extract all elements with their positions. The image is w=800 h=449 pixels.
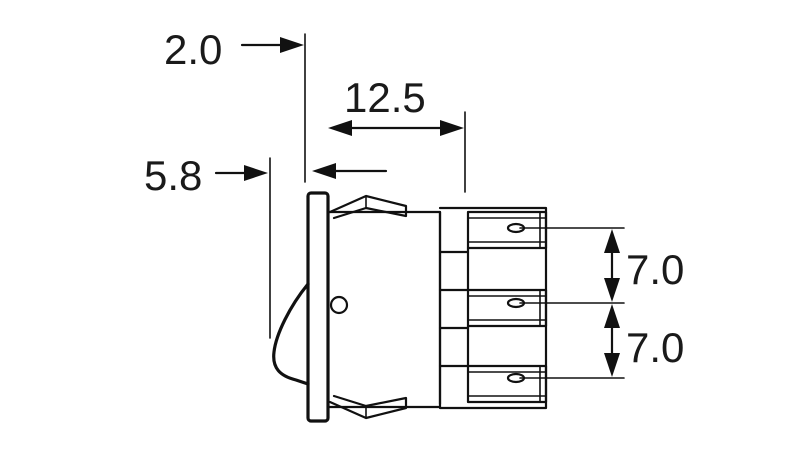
terminal-middle (466, 288, 548, 328)
terminal-hole-top (506, 222, 526, 234)
dim-label-pitch-lower: 7.0 (626, 324, 684, 371)
dim-arrow-top-offset (240, 37, 304, 53)
dim-label-body-depth: 12.5 (344, 74, 426, 121)
terminal-top (466, 210, 548, 250)
dim-label-rocker-offset: 5.8 (144, 152, 202, 199)
dim-arrow-pitch-lower (604, 304, 620, 377)
dim-label-top-offset: 2.0 (164, 26, 222, 73)
top-clip (328, 194, 408, 220)
switch-bezel (306, 191, 330, 423)
switch-rocker (272, 282, 310, 386)
terminal-hole-middle (506, 297, 526, 309)
dim-arrow-rocker-offset (214, 165, 268, 181)
dim-arrow-pitch-upper (604, 229, 620, 302)
dim-arrow-body-depth (328, 120, 464, 136)
terminal-hole-bottom (506, 372, 526, 384)
dim-arrow-bezel-inner (312, 163, 388, 179)
dim-label-pitch-upper: 7.0 (626, 246, 684, 293)
terminal-bottom (466, 364, 548, 404)
switch-body (272, 191, 548, 423)
bottom-clip (328, 394, 408, 420)
indicator-dot (329, 295, 349, 315)
